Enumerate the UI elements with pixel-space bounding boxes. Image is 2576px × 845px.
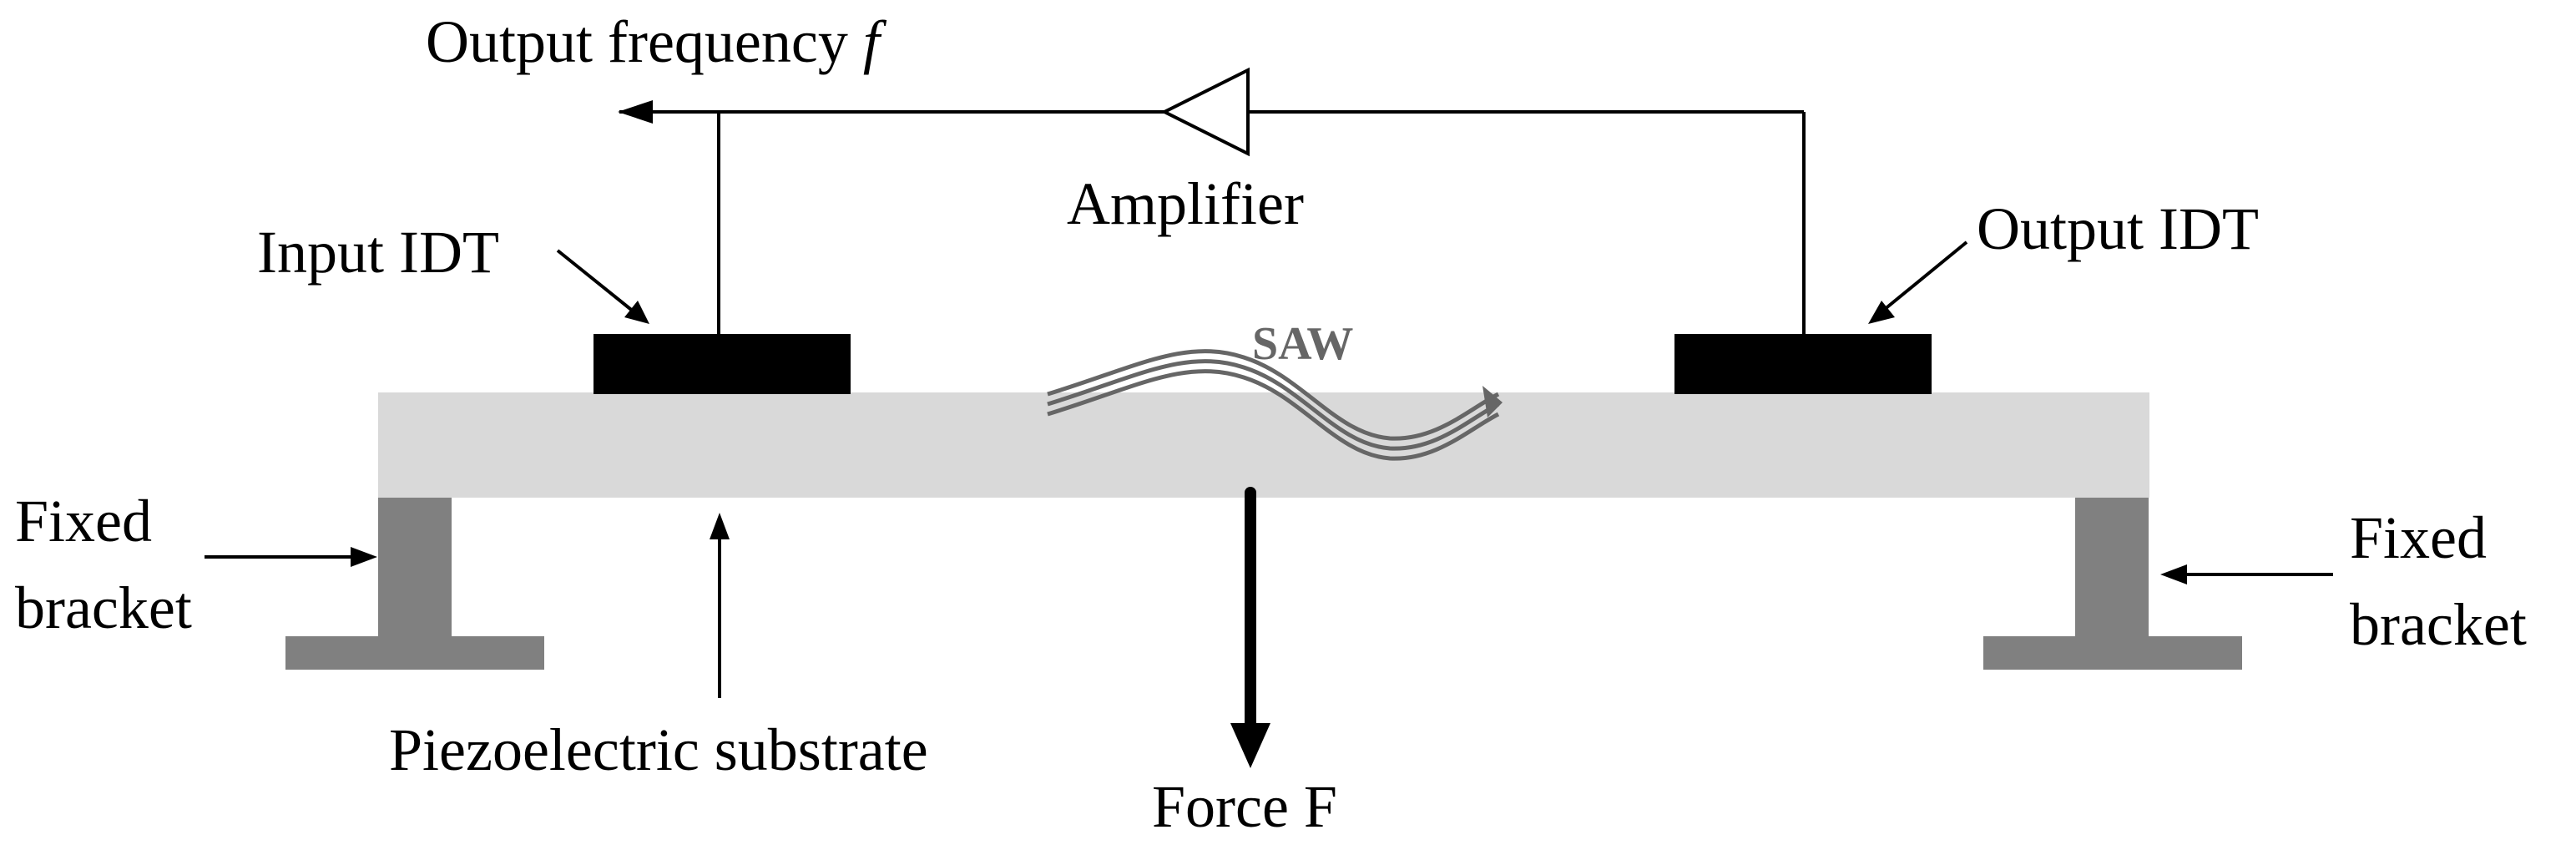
output-idt-pointer-arrow bbox=[1873, 240, 1968, 319]
right-bracket-post bbox=[2075, 498, 2149, 638]
output-frequency-label: Output frequency f bbox=[426, 8, 887, 75]
amplifier-label: Amplifier bbox=[1067, 170, 1304, 237]
left-bracket-label-line2: bracket bbox=[15, 574, 192, 641]
substrate-pointer-arrowhead-icon bbox=[710, 513, 730, 539]
saw-arrowhead-icon bbox=[1482, 386, 1503, 417]
force-arrowhead-icon bbox=[1230, 723, 1270, 768]
output-idt-pointer-arrowhead-icon bbox=[1868, 301, 1895, 324]
output-idt bbox=[1674, 334, 1932, 394]
input-idt-pointer-arrow bbox=[556, 249, 644, 321]
right-bracket-pointer-arrowhead-icon bbox=[2160, 564, 2187, 584]
right-bracket-base bbox=[1983, 636, 2242, 670]
left-bracket-base bbox=[285, 636, 544, 670]
input-idt-label: Input IDT bbox=[257, 219, 499, 286]
saw-label: SAW bbox=[1252, 318, 1353, 370]
force-label: Force F bbox=[1152, 773, 1337, 840]
input-idt-pointer-arrowhead-icon bbox=[624, 301, 649, 324]
left-bracket-pointer-arrowhead-icon bbox=[351, 547, 377, 567]
piezoelectric-substrate bbox=[378, 392, 2149, 498]
left-bracket-post bbox=[378, 498, 452, 638]
amplifier-icon bbox=[1160, 67, 1250, 157]
input-idt bbox=[593, 334, 851, 394]
output-idt-label: Output IDT bbox=[1977, 195, 2259, 262]
right-bracket-label-line2: bracket bbox=[2350, 591, 2527, 658]
saw-wave-icon bbox=[1047, 349, 1500, 461]
right-bracket-label-line1: Fixed bbox=[2350, 504, 2487, 571]
piezoelectric-substrate-label: Piezoelectric substrate bbox=[389, 716, 928, 783]
output-frequency-arrowhead-icon bbox=[618, 100, 653, 124]
left-bracket-label-line1: Fixed bbox=[15, 488, 152, 554]
